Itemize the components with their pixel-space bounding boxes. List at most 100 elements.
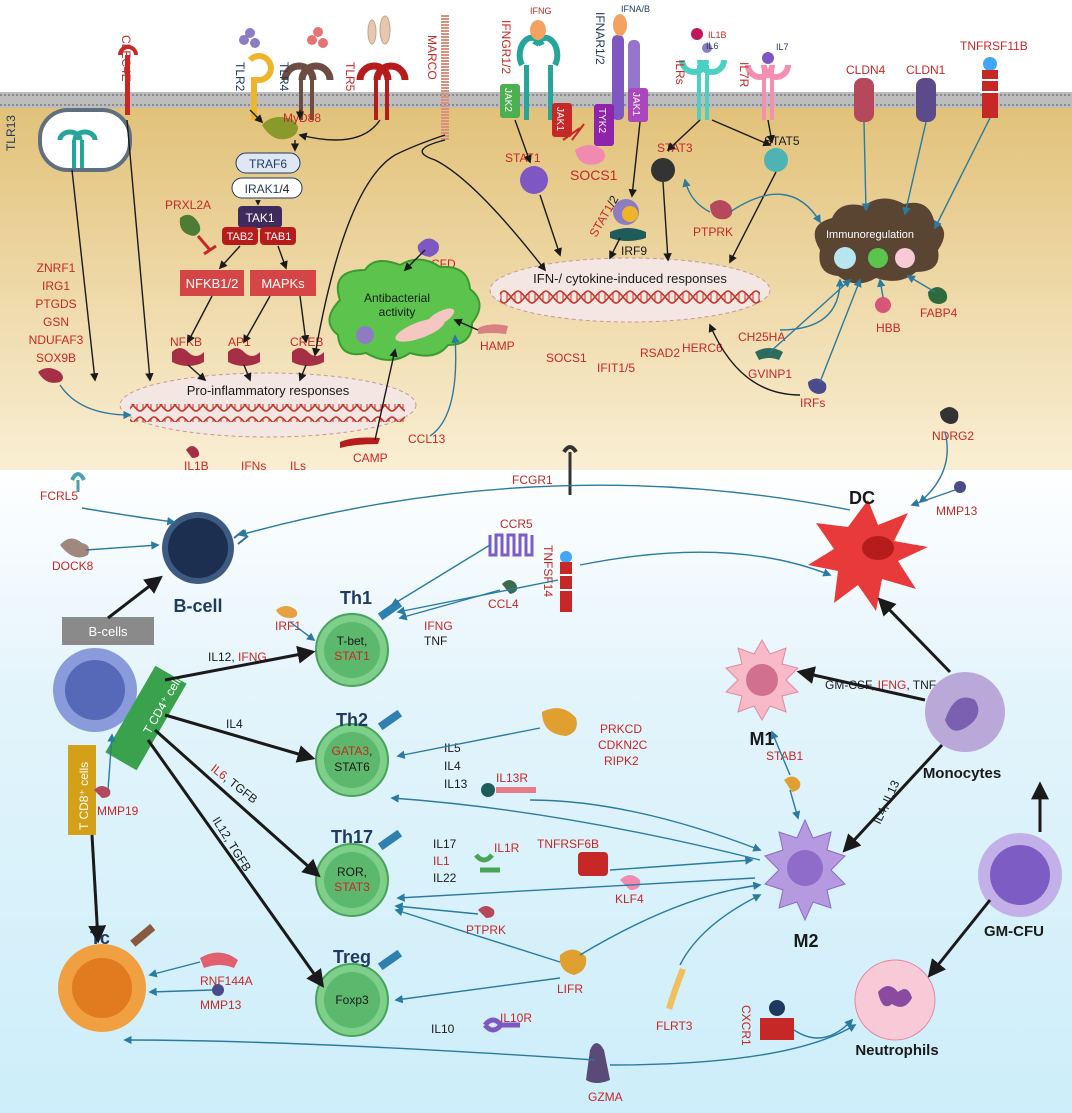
mmp13-dc-node: MMP13 [936, 481, 978, 518]
label-b-cells-banner: B-cells [88, 624, 128, 639]
dock8-node: DOCK8 [52, 538, 94, 573]
label-treg: Treg [333, 947, 371, 967]
label-antibacterial-1: Antibacterial [364, 291, 430, 305]
ifn-cytokine-response: IFN-/ cytokine-induced responses [489, 257, 771, 323]
label-irf9: IRF9 [621, 244, 647, 258]
label-hamp: HAMP [480, 339, 515, 353]
tnfsf14-node: TNFSF14 [541, 545, 576, 612]
treg-cell: Treg Foxp3 [315, 947, 403, 1037]
ptprk-node: PTPRK [693, 200, 733, 239]
label-il1b: IL1B [184, 459, 209, 473]
label-prxl2a: PRXL2A [165, 198, 211, 212]
tlr4-receptor: TLR4 [277, 27, 334, 120]
label-ccl4: CCL4 [488, 597, 519, 611]
stat1-node: STAT1 [505, 151, 548, 194]
label-jak1b: JAK1 [630, 92, 641, 116]
label-lifr: LIFR [557, 982, 583, 996]
label-mapks: MAPKs [261, 276, 305, 291]
label-tlr2: TLR2 [233, 62, 247, 92]
label-gmcfu: GM-CFU [984, 923, 1044, 940]
label-tlr5: TLR5 [343, 62, 357, 92]
label-th17-core-b: STAT3 [334, 880, 370, 894]
clec4e-receptor: CLEC4E [118, 35, 138, 115]
label-th1-tnf: TNF [424, 634, 447, 648]
tyk2-box [594, 104, 614, 146]
gene-ndufaf3: NDUFAF3 [29, 333, 84, 347]
label-stab1: STAB1 [766, 749, 803, 763]
m1-macrophage: M1 [725, 638, 799, 749]
th17-cell: Th17 ROR, STAT3 [315, 827, 403, 917]
label-treg-core: Foxp3 [335, 993, 369, 1007]
label-fcrl5: FCRL5 [40, 489, 78, 503]
label-il13r: IL13R [496, 771, 528, 785]
label-gvinp1: GVINP1 [748, 367, 792, 381]
label-th17: Th17 [331, 827, 373, 847]
label-tab2: TAB2 [227, 231, 254, 243]
label-ifn-cytokine: IFN-/ cytokine-induced responses [533, 271, 727, 286]
label-th1: Th1 [340, 588, 372, 608]
tc-cell: Tc [58, 923, 156, 1032]
label-th2: Th2 [336, 710, 368, 730]
gm-cfu-cell: GM-CFU [978, 833, 1062, 940]
label-th1-ifng: IFNG [424, 619, 453, 633]
label-gzma: GZMA [588, 1090, 623, 1104]
label-ils: ILs [290, 459, 306, 473]
label-myd88: MyD88 [283, 111, 321, 125]
label-tak1: TAK1 [245, 211, 274, 225]
extracellular-space [0, 0, 1072, 92]
label-dock8: DOCK8 [52, 559, 94, 573]
tcd8-banner: T CD8⁺ cells [68, 745, 96, 835]
label-th17-il1: IL1 [433, 854, 450, 868]
gene-ptgds: PTGDS [35, 297, 76, 311]
label-dc: DC [849, 488, 875, 508]
label-il10r: IL10R [500, 1011, 532, 1025]
label-antibacterial-2: activity [379, 305, 416, 319]
label-nfkb12: NFKB1/2 [186, 276, 239, 291]
tlr13-endosome: TLR13 [4, 108, 132, 172]
th2-cell: Th2 GATA3, STAT6 [315, 709, 403, 797]
b-cell: B-cell [162, 512, 249, 616]
label-ifngr: IFNGR1/2 [499, 20, 513, 74]
label-ifng-ligand: IFNG [530, 6, 552, 16]
label-socs1-top: SOCS1 [570, 167, 618, 183]
dendritic-cell: DC [808, 488, 928, 611]
antibacterial-activity: Antibacterial activity [328, 258, 481, 361]
socs1-inhibitor: SOCS1 [562, 123, 618, 183]
label-camp: CAMP [353, 451, 388, 465]
label-il4: IL4 [226, 717, 243, 731]
lymphoid-precursor-cell [53, 648, 137, 732]
label-irf1: IRF1 [275, 619, 301, 633]
label-jak1a: JAK1 [554, 107, 565, 131]
label-irfs: IRFs [800, 396, 825, 410]
label-th2-il13: IL13 [444, 777, 468, 791]
label-ifns: IFNs [241, 459, 266, 473]
label-ilrs: ILRs [673, 60, 687, 85]
tak1-complex: TAK1 TAB2 TAB1 [222, 206, 296, 245]
label-clec4e: CLEC4E [119, 35, 133, 82]
label-tc: Tc [90, 928, 110, 948]
label-mmp13-tc: MMP13 [200, 998, 242, 1012]
label-th17-il17: IL17 [433, 837, 457, 851]
label-th17-core-a: ROR, [337, 865, 367, 879]
label-ifit: IFIT1/5 [597, 361, 635, 375]
gene-znrf1: ZNRF1 [37, 261, 76, 275]
label-rsad2: RSAD2 [640, 346, 680, 360]
label-th17-il22: IL22 [433, 871, 457, 885]
tlr2-receptor: TLR2 [233, 28, 274, 120]
label-hbb: HBB [876, 321, 901, 335]
label-cxcr1: CXCR1 [739, 1005, 753, 1046]
jak1a-box [552, 103, 572, 137]
label-il10: IL10 [431, 1022, 455, 1036]
label-cdkn2c: CDKN2C [598, 738, 648, 752]
label-il7-ligand: IL7 [776, 42, 789, 52]
label-tcd8-banner: T CD8⁺ cells [77, 762, 91, 830]
ifngr-receptor: IFNG IFNGR1/2 JAK2 JAK1 [499, 6, 572, 137]
fcrl5-node: FCRL5 [40, 472, 86, 503]
neutrophil-cell: Neutrophils [854, 959, 939, 1059]
label-stat1: STAT1 [505, 151, 541, 165]
label-immunoregulation: Immunoregulation [826, 229, 914, 241]
label-tyk2: TYK2 [596, 108, 607, 133]
label-ch25ha: CH25HA [738, 330, 785, 344]
label-ifnar: IFNAR1/2 [593, 12, 607, 65]
marco-receptor: MARCO [425, 15, 449, 140]
